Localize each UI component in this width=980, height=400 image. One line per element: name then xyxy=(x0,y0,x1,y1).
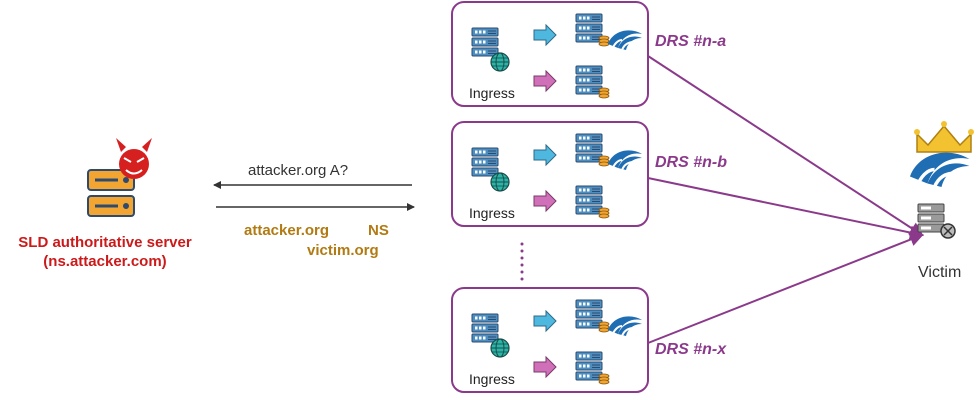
ingress-label-x: Ingress xyxy=(469,371,515,387)
drs-label-b: DRS #n-b xyxy=(655,154,727,171)
query-text: attacker.org A? xyxy=(248,162,349,179)
victim-label: Victim xyxy=(918,264,962,281)
ellipsis-dots xyxy=(520,242,524,281)
devil-icon xyxy=(116,138,152,179)
server-host: (ns.attacker.com) xyxy=(43,253,167,270)
server-name: SLD authoritative server xyxy=(18,234,192,251)
crown-icon xyxy=(914,121,974,153)
sld-server-icon xyxy=(87,169,135,217)
server-name-label: SLD authoritative server (ns.attacker.co… xyxy=(0,233,210,271)
attack-line-x xyxy=(647,232,924,344)
ingress-label-a: Ingress xyxy=(469,85,515,101)
response-domain: attacker.org xyxy=(244,222,330,239)
ingress-label-b: Ingress xyxy=(469,205,515,221)
response-type: NS xyxy=(368,222,389,239)
wave-logo-icon xyxy=(908,150,972,189)
drs-label-x: DRS #n-x xyxy=(655,341,727,358)
attack-line-a xyxy=(647,55,924,237)
drs-label-a: DRS #n-a xyxy=(655,33,727,50)
broken-server-icon xyxy=(917,203,956,239)
attack-line-b xyxy=(647,177,924,240)
response-target: victim.org xyxy=(307,242,379,259)
